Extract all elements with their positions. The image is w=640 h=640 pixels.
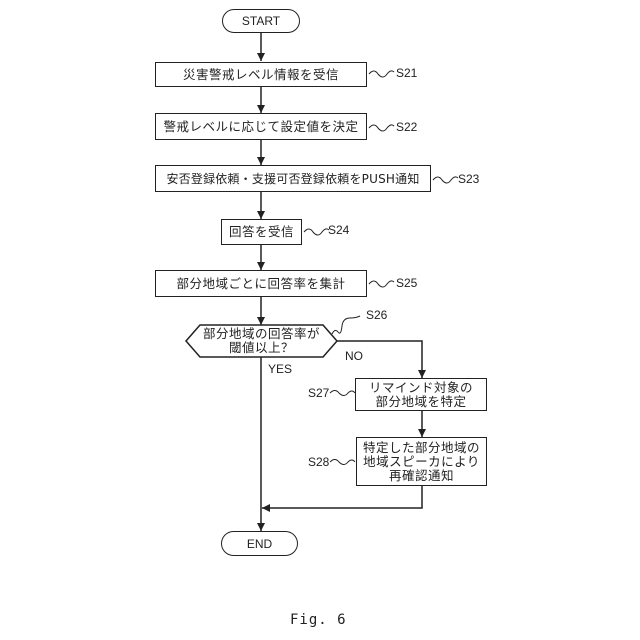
step-label-s24: S24 [328, 223, 349, 237]
arrowhead [257, 211, 265, 219]
decision-s26-line2: 閾値以上？ [229, 341, 294, 355]
arrowhead [257, 105, 265, 113]
leader-s27 [330, 391, 355, 396]
process-s28-line1: 特定した部分地域の [363, 441, 480, 455]
process-s27-line1: リマインド対象の [369, 381, 473, 395]
step-label-s28: S28 [308, 455, 329, 469]
leader-s25 [369, 281, 394, 287]
arrowhead [257, 317, 265, 325]
process-s25: 部分地域ごとに回答率を集計 [155, 270, 367, 297]
process-s28-line2: 地域スピーカにより [363, 455, 480, 469]
step-label-s23: S23 [458, 172, 479, 186]
figure-caption: Fig. 6 [290, 612, 347, 628]
leader-s22 [369, 125, 394, 131]
step-label-s27: S27 [308, 386, 329, 400]
process-s27: リマインド対象の 部分地域を特定 [355, 378, 487, 411]
arrowhead [257, 523, 265, 531]
process-s24: 回答を受信 [221, 219, 302, 245]
arrowhead [418, 429, 426, 437]
branch-no-label: NO [345, 349, 363, 363]
arrowhead [418, 370, 426, 378]
process-s21: 災害警戒レベル情報を受信 [155, 62, 367, 87]
process-s28: 特定した部分地域の 地域スピーカにより 再確認通知 [356, 437, 487, 486]
start-label: START [242, 14, 280, 28]
leader-s21 [369, 71, 394, 77]
process-s28-line3: 再確認通知 [389, 469, 454, 483]
arrowhead [257, 53, 265, 61]
leader-s23 [433, 177, 458, 183]
step-label-s26: S26 [366, 308, 387, 322]
process-s21-text: 災害警戒レベル情報を受信 [183, 68, 339, 82]
process-s23: 安否登録依頼・支援可否登録依頼をPUSH通知 [155, 165, 431, 192]
step-label-s22: S22 [396, 120, 417, 134]
end-terminal: END [221, 531, 298, 556]
step-label-s21: S21 [396, 66, 417, 80]
leader-s28 [330, 460, 355, 465]
arrowhead [262, 504, 270, 512]
process-s22: 警戒レベルに応じて設定値を決定 [155, 113, 367, 140]
step-label-s25: S25 [396, 276, 417, 290]
leader-s26 [332, 316, 360, 334]
process-s23-text: 安否登録依頼・支援可否登録依頼をPUSH通知 [166, 172, 419, 186]
decision-s26: 部分地域の回答率が 閾値以上？ [196, 325, 327, 357]
arrowhead [257, 157, 265, 165]
end-label: END [247, 537, 272, 551]
leader-s24 [304, 229, 329, 235]
process-s25-text: 部分地域ごとに回答率を集計 [176, 277, 345, 291]
arrowhead [257, 262, 265, 270]
process-s27-line2: 部分地域を特定 [375, 395, 466, 409]
decision-s26-line1: 部分地域の回答率が [203, 327, 320, 341]
start-terminal: START [222, 9, 300, 33]
branch-yes-label: YES [268, 362, 292, 376]
arrow-s28-return [262, 486, 422, 508]
process-s22-text: 警戒レベルに応じて設定値を決定 [163, 120, 358, 134]
process-s24-text: 回答を受信 [229, 225, 294, 239]
